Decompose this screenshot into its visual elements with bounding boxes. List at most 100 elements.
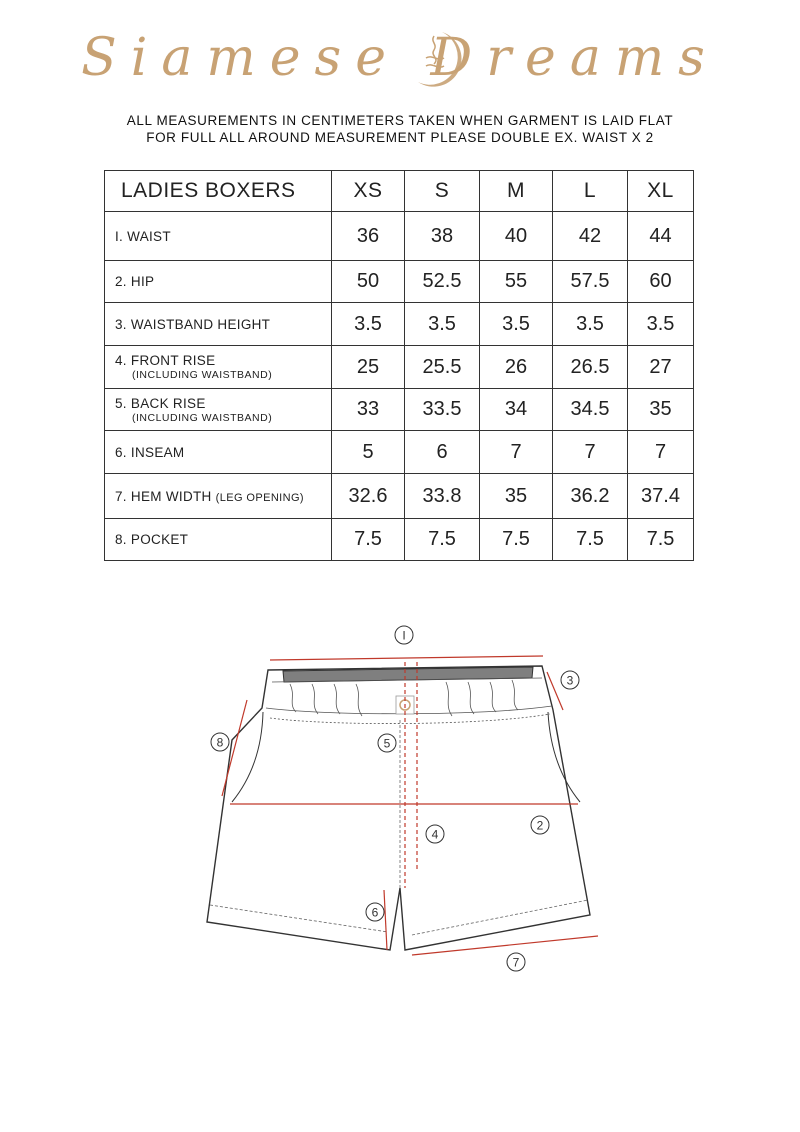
waistband-height-line (546, 671, 564, 711)
size-header: M (479, 170, 553, 212)
marker-3: 3 (560, 670, 580, 690)
cell-value: 26 (479, 345, 553, 389)
brand-logo: Siamese Dreams (0, 0, 800, 112)
pocket-line (221, 699, 248, 797)
cell-value: 44 (627, 211, 694, 261)
cell-value: 7.5 (552, 518, 628, 561)
row-label: 2. HIP (104, 260, 332, 303)
marker-4: 4 (425, 824, 445, 844)
marker-1: I (394, 625, 414, 645)
cell-value: 7.5 (627, 518, 694, 561)
row-sublabel: (INCLUDING WAISTBAND) (132, 369, 273, 381)
table-row: 2. HIP 50 52.5 55 57.5 60 (104, 260, 694, 303)
cell-value: 34.5 (552, 388, 628, 431)
table-row: 6. INSEAM 5 6 7 7 7 (104, 430, 694, 474)
svg-text:5: 5 (384, 737, 391, 751)
table-row: 8. POCKET 7.5 7.5 7.5 7.5 7.5 (104, 518, 694, 561)
cell-value: 36.2 (552, 473, 628, 519)
cell-value: 3.5 (552, 302, 628, 346)
cell-value: 3.5 (404, 302, 480, 346)
brand-name: Siamese Dreams (81, 28, 719, 88)
marker-7: 7 (506, 952, 526, 972)
hem-width-line (411, 935, 599, 956)
row-label: I. WAIST (104, 211, 332, 261)
note-line: ALL MEASUREMENTS IN CENTIMETERS TAKEN WH… (126, 113, 674, 128)
stitch-lines (209, 720, 589, 936)
cell-value: 25.5 (404, 345, 480, 389)
cell-value: 36 (331, 211, 405, 261)
svg-text:3: 3 (567, 674, 574, 688)
cell-value: 33.8 (404, 473, 480, 519)
table-row: I. WAIST 36 38 40 42 44 (104, 211, 694, 261)
cell-value: 7 (627, 430, 694, 474)
cell-value: 26.5 (552, 345, 628, 389)
table-row: 7. HEM WIDTH (LEG OPENING) 32.6 33.8 35 … (104, 473, 694, 519)
svg-text:8: 8 (217, 736, 224, 750)
cell-value: 7 (479, 430, 553, 474)
row-label: 6. INSEAM (104, 430, 332, 474)
cell-value: 35 (627, 388, 694, 431)
size-header: L (552, 170, 628, 212)
marker-6: 6 (365, 902, 385, 922)
table-row: 3. WAISTBAND HEIGHT 3.5 3.5 3.5 3.5 3.5 (104, 302, 694, 346)
cell-value: 33 (331, 388, 405, 431)
cell-value: 42 (552, 211, 628, 261)
cell-value: 7.5 (331, 518, 405, 561)
cell-value: 33.5 (404, 388, 480, 431)
table-row: 4. FRONT RISE (INCLUDING WAISTBAND) 25 2… (104, 345, 694, 389)
cell-value: 50 (331, 260, 405, 303)
measurement-lines (221, 655, 599, 956)
marker-2: 2 (530, 815, 550, 835)
note-line: FOR FULL ALL AROUND MEASUREMENT PLEASE D… (146, 130, 654, 145)
row-label-text: 4. FRONT RISE (115, 353, 216, 368)
cell-value: 27 (627, 345, 694, 389)
cell-value: 40 (479, 211, 553, 261)
table-title: LADIES BOXERS (104, 170, 332, 212)
size-chart-table: LADIES BOXERS XS S M L XL I. WAIST 36 38… (104, 170, 694, 561)
size-header: XS (331, 170, 405, 212)
cell-value: 57.5 (552, 260, 628, 303)
cell-value: 3.5 (331, 302, 405, 346)
cell-value: 55 (479, 260, 553, 303)
row-label: 5. BACK RISE (INCLUDING WAISTBAND) (104, 388, 332, 431)
cell-value: 25 (331, 345, 405, 389)
marker-8: 8 (210, 732, 230, 752)
row-label: 8. POCKET (104, 518, 332, 561)
marker-5: 5 (377, 733, 397, 753)
svg-text:6: 6 (372, 906, 379, 920)
pocket-seams (231, 711, 581, 803)
cell-value: 3.5 (479, 302, 553, 346)
row-sublabel: (INCLUDING WAISTBAND) (132, 411, 273, 424)
boxers-measurement-diagram: I 3 8 5 2 4 6 7 (206, 625, 599, 972)
cell-value: 5 (331, 430, 405, 474)
row-label: 4. FRONT RISE (INCLUDING WAISTBAND) (104, 345, 332, 389)
cell-value: 34 (479, 388, 553, 431)
size-header: S (404, 170, 480, 212)
measurement-notes: ALL MEASUREMENTS IN CENTIMETERS TAKEN WH… (0, 112, 800, 146)
svg-text:4: 4 (432, 828, 439, 842)
moon-emblem-icon (418, 32, 462, 87)
table-header-row: LADIES BOXERS XS S M L XL (104, 170, 694, 212)
cell-value: 37.4 (627, 473, 694, 519)
inseam-line (383, 889, 388, 951)
cell-value: 52.5 (404, 260, 480, 303)
cell-value: 7.5 (479, 518, 553, 561)
cell-value: 38 (404, 211, 480, 261)
table-row: 5. BACK RISE (INCLUDING WAISTBAND) 33 33… (104, 388, 694, 431)
cell-value: 3.5 (627, 302, 694, 346)
row-label: 3. WAISTBAND HEIGHT (104, 302, 332, 346)
cell-value: 60 (627, 260, 694, 303)
svg-text:2: 2 (537, 819, 544, 833)
svg-text:I: I (402, 629, 405, 643)
row-label-text: 5. BACK RISE (115, 395, 206, 411)
cell-value: 32.6 (331, 473, 405, 519)
row-label: 7. HEM WIDTH (LEG OPENING) (104, 473, 332, 519)
svg-text:7: 7 (513, 956, 520, 970)
cell-value: 7.5 (404, 518, 480, 561)
cell-value: 6 (404, 430, 480, 474)
row-label-suffix: (LEG OPENING) (215, 491, 304, 504)
size-header: XL (627, 170, 694, 212)
cell-value: 35 (479, 473, 553, 519)
row-label-text: 7. HEM WIDTH (115, 488, 212, 504)
waist-line (269, 655, 544, 661)
